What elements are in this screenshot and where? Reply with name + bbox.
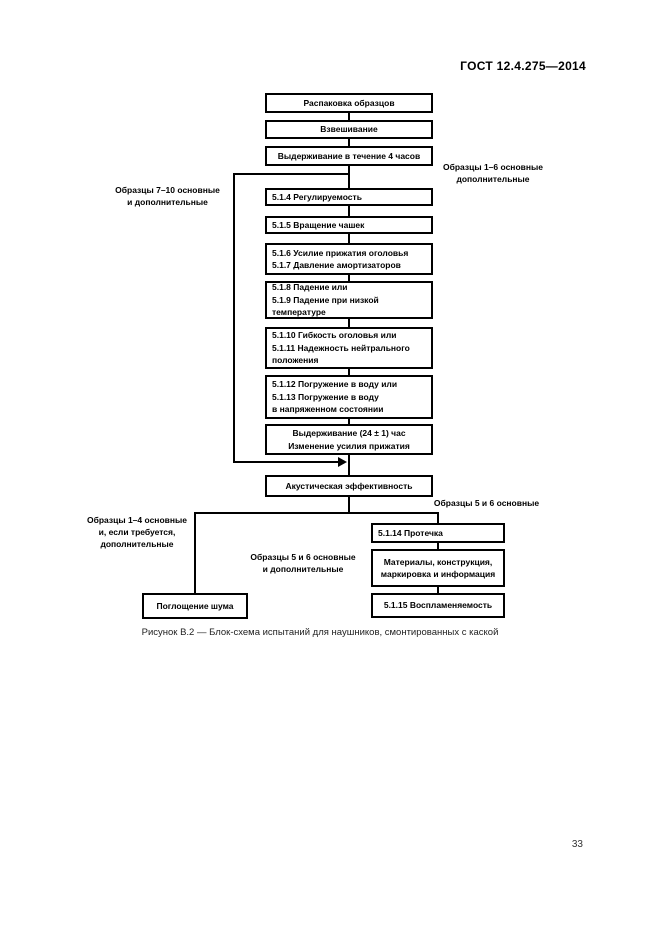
bypass-line-bottom — [233, 461, 339, 463]
flow-box-materials: Материалы, конструкция, маркировка и инф… — [371, 549, 505, 587]
connector-line — [348, 113, 350, 120]
page-number: 33 — [571, 839, 583, 850]
flow-box-headband-flex: 5.1.10 Гибкость оголовья или 5.1.11 Наде… — [265, 327, 433, 369]
connector-line — [194, 512, 196, 593]
connector-line — [348, 275, 350, 281]
flow-box-weighing: Взвешивание — [265, 120, 433, 139]
connector-line — [348, 319, 350, 327]
flow-box-immersion: 5.1.12 Погружение в воду или 5.1.13 Погр… — [265, 375, 433, 419]
connector-line — [348, 166, 350, 188]
flow-box-acoustic-efficiency: Акустическая эффективность — [265, 475, 433, 497]
flow-box-sound-absorption: Поглощение шума — [142, 593, 248, 619]
connector-line — [348, 206, 350, 216]
label-samples-7-10: Образцы 7–10 основные и дополнительные — [115, 185, 220, 207]
connector-line — [437, 543, 439, 549]
connector-line — [348, 497, 350, 514]
bypass-arrowhead-icon — [338, 457, 347, 467]
flow-box-pressing-force: 5.1.6 Усилие прижатия оголовья 5.1.7 Дав… — [265, 243, 433, 275]
bypass-line-vertical — [233, 173, 235, 463]
bypass-line-top — [233, 173, 350, 175]
connector-line — [348, 455, 350, 475]
flow-box-cup-rotation: 5.1.5 Вращение чашек — [265, 216, 433, 234]
running-header: ГОСТ 12.4.275—2014 — [460, 59, 586, 73]
flow-box-flammability: 5.1.15 Воспламеняемость — [371, 593, 505, 618]
label-samples-1-6: Образцы 1–6 основные дополнительные — [443, 162, 543, 184]
flow-box-adjustability: 5.1.4 Регулируемость — [265, 188, 433, 206]
split-line — [194, 512, 439, 514]
connector-line — [348, 369, 350, 375]
connector-line — [437, 587, 439, 593]
connector-line — [437, 512, 439, 523]
flow-box-holding-24h: Выдерживание (24 ± 1) час Изменение усил… — [265, 424, 433, 455]
label-samples-5-6-main: Образцы 5 и 6 основные — [433, 498, 540, 508]
figure-caption: Рисунок В.2 — Блок-схема испытаний для н… — [141, 627, 499, 638]
flow-box-leakage: 5.1.14 Протечка — [371, 523, 505, 543]
label-samples-1-4: Образцы 1–4 основные и, если требуется, … — [87, 515, 187, 549]
connector-line — [348, 234, 350, 243]
label-samples-5-6-add: Образцы 5 и 6 основные и дополнительные — [250, 552, 356, 574]
flow-box-conditioning-4h: Выдерживание в течение 4 часов — [265, 146, 433, 166]
flow-box-drop: 5.1.8 Падение или 5.1.9 Падение при низк… — [265, 281, 433, 319]
flow-box-unpack: Распаковка образцов — [265, 93, 433, 113]
connector-line — [348, 419, 350, 424]
connector-line — [348, 139, 350, 146]
